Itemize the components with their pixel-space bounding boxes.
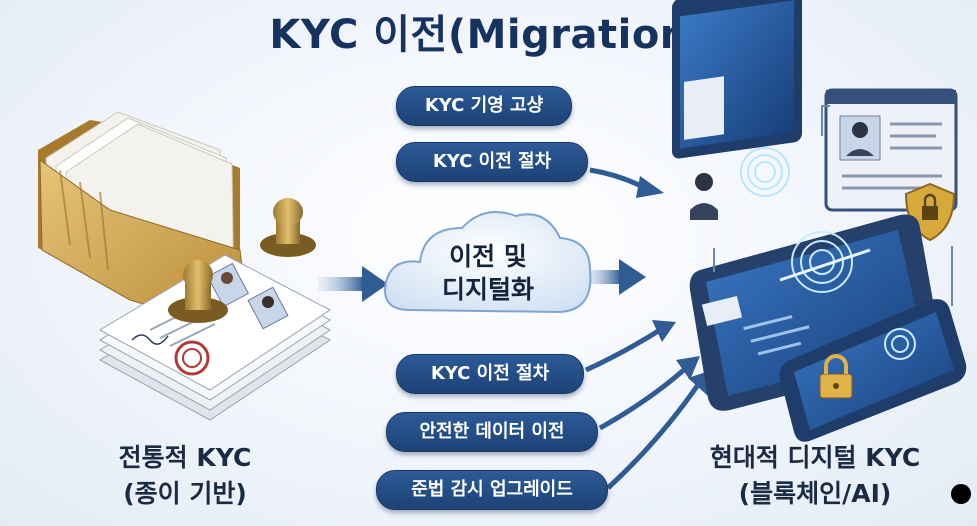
right-caption-line-2: (블록체인/AI) xyxy=(738,479,892,508)
cloud-label: 이전 및 디지털화 xyxy=(416,240,560,306)
monitor-icon xyxy=(672,0,802,220)
cloud-label-line-2: 디지털화 xyxy=(441,275,534,304)
fingerprint-icon xyxy=(779,231,871,293)
stamp-icon xyxy=(168,260,228,323)
padlock-icon xyxy=(819,354,853,399)
id-card-icon xyxy=(684,76,724,140)
arrow-right-icon xyxy=(585,259,646,295)
page-title: KYC 이전(Migration) xyxy=(269,12,708,58)
right-caption: 현대적 디지털 KYC (블록체인/AI) xyxy=(680,440,950,512)
arrow-right-icon xyxy=(318,266,388,302)
pill-kyc-migration-process-bottom: KYC 이전 절차 xyxy=(396,354,584,394)
pill-secure-data-migration: 안전한 데이터 이전 xyxy=(386,412,598,452)
document-stack-icon xyxy=(98,254,331,421)
left-caption-line-2: (종이 기반) xyxy=(123,479,247,508)
left-caption: 전통적 KYC (종이 기반) xyxy=(60,440,310,512)
pill-kyc-top: KYC 기영 고샹 xyxy=(396,86,572,126)
arrow-right-icon xyxy=(584,320,676,373)
fingerprint-icon xyxy=(740,147,790,197)
arrow-right-icon xyxy=(598,356,700,431)
bullet-dot xyxy=(951,484,971,504)
fingerprint-icon xyxy=(884,328,916,360)
cloud-icon xyxy=(384,211,592,314)
arrow-right-icon xyxy=(589,167,664,198)
pill-kyc-migration-process-top: KYC 이전 절차 xyxy=(396,142,588,182)
stamp-icon xyxy=(260,198,316,257)
monitor-icon xyxy=(824,88,958,212)
pill-compliance-upgrade: 준법 감시 업그레이드 xyxy=(376,470,608,510)
cloud-label-line-1: 이전 및 xyxy=(449,242,527,271)
right-caption-line-1: 현대적 디지털 KYC xyxy=(709,443,921,472)
left-caption-line-1: 전통적 KYC xyxy=(118,443,252,472)
